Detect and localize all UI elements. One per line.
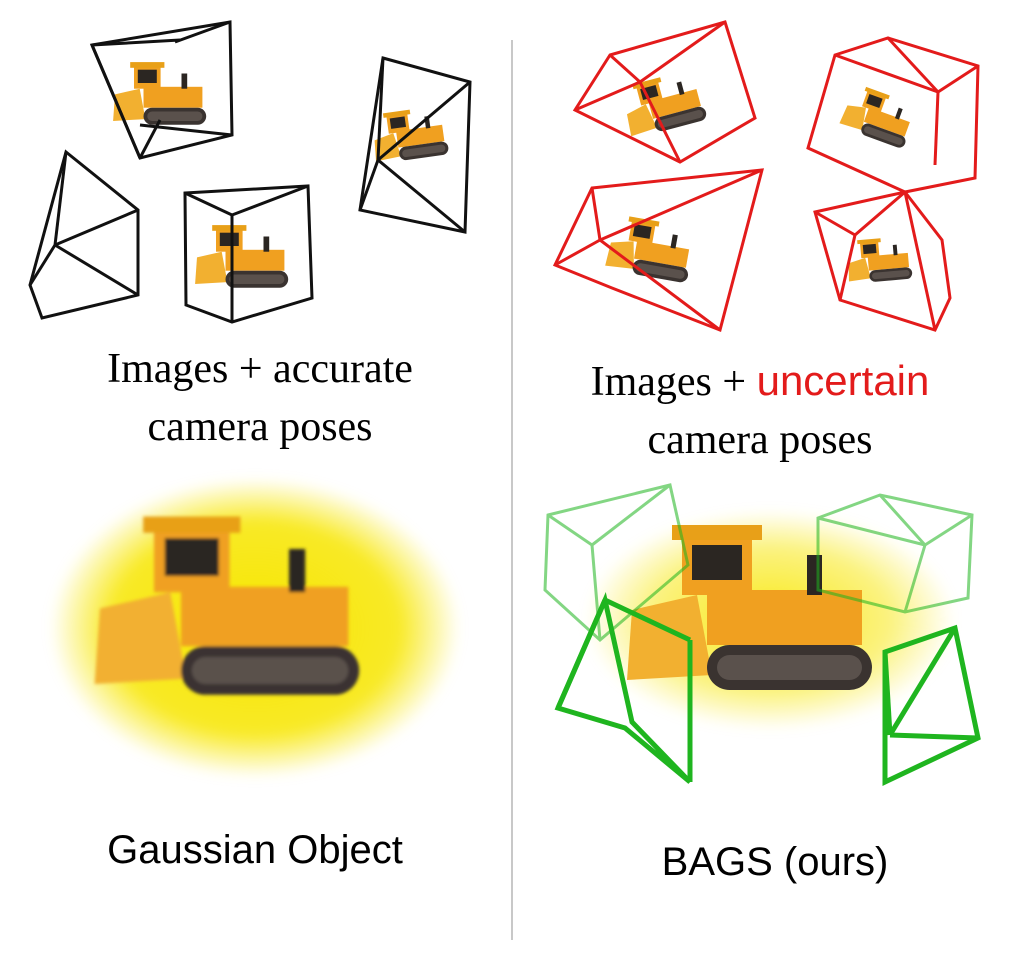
bags-render [543, 483, 981, 786]
caption-bottom-left-text: Gaussian Object [107, 828, 403, 872]
caption-bottom-left: Gaussian Object [40, 826, 470, 874]
caption-top-right-line1: Images + uncertain [530, 352, 990, 411]
accurate-camera-2 [358, 56, 472, 234]
gaussian-object-render [50, 478, 460, 778]
caption-bottom-right: BAGS (ours) [560, 838, 990, 886]
uncertain-camera-4 [813, 190, 952, 332]
accurate-camera-4 [183, 184, 314, 324]
caption-top-right-line2: camera poses [647, 417, 873, 463]
accurate-camera-1 [89, 20, 234, 160]
caption-top-right-highlight: uncertain [756, 357, 930, 404]
caption-bottom-right-text: BAGS (ours) [661, 840, 889, 884]
uncertain-camera-3 [552, 168, 765, 333]
caption-top-left: Images + accurate camera poses [40, 340, 480, 456]
uncertain-camera-1 [572, 20, 757, 164]
caption-top-right: Images + uncertain camera poses [530, 352, 990, 469]
accurate-camera-3 [28, 149, 140, 320]
caption-top-left-line1: Images + accurate [107, 346, 413, 392]
panel-divider [511, 40, 513, 940]
caption-top-right-prefix: Images + [590, 359, 757, 405]
caption-top-left-line2: camera poses [147, 404, 373, 450]
uncertain-camera-2 [806, 36, 980, 194]
